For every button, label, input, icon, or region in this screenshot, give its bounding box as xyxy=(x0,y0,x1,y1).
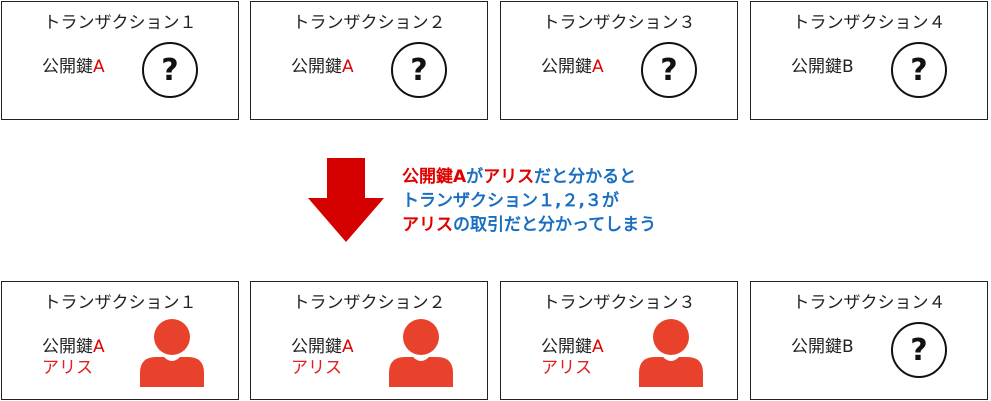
public-key-label: 公開鍵A xyxy=(291,337,354,357)
question-circle-icon: ? xyxy=(142,42,198,98)
owner-label: アリス xyxy=(42,358,93,378)
owner-label: アリス xyxy=(291,358,342,378)
public-key-label: 公開鍵A xyxy=(42,57,105,77)
bottom-transaction-2-box: トランザクション２ 公開鍵A アリス xyxy=(250,281,488,400)
transaction-title: トランザクション２ xyxy=(292,13,446,33)
top-transaction-4-box: トランザクション４ 公開鍵B ? xyxy=(750,1,988,120)
explanation-line-1: 公開鍵Aがアリスだと分かると xyxy=(402,167,637,187)
bottom-transaction-3-box: トランザクション３ 公開鍵A アリス xyxy=(500,281,738,400)
top-transaction-1-box: トランザクション１ 公開鍵A ? xyxy=(1,1,239,120)
transaction-title: トランザクション４ xyxy=(792,293,946,313)
public-key-label: 公開鍵B xyxy=(791,337,854,357)
bottom-transaction-4-box: トランザクション４ 公開鍵B ? xyxy=(750,281,988,400)
public-key-label: 公開鍵A xyxy=(541,57,604,77)
explanation-text: 公開鍵Aがアリスだと分かると トランザクション１,２,３が アリスの取引だと分か… xyxy=(402,165,656,237)
question-circle-icon: ? xyxy=(891,42,947,98)
transaction-title: トランザクション１ xyxy=(43,13,197,33)
transaction-title: トランザクション３ xyxy=(542,13,696,33)
owner-label: アリス xyxy=(541,358,592,378)
public-key-label: 公開鍵A xyxy=(291,57,354,77)
public-key-label: 公開鍵A xyxy=(42,337,105,357)
question-circle-icon: ? xyxy=(891,322,947,378)
explanation-line-3: アリスの取引だと分かってしまう xyxy=(402,215,657,235)
person-icon xyxy=(140,319,204,387)
transaction-title: トランザクション１ xyxy=(43,293,197,313)
top-transaction-2-box: トランザクション２ 公開鍵A ? xyxy=(250,1,488,120)
bottom-transaction-1-box: トランザクション１ 公開鍵A アリス xyxy=(1,281,239,400)
transaction-title: トランザクション３ xyxy=(542,293,696,313)
public-key-label: 公開鍵B xyxy=(791,57,854,77)
person-icon xyxy=(639,319,703,387)
person-icon xyxy=(389,319,453,387)
question-circle-icon: ? xyxy=(641,42,697,98)
transaction-title: トランザクション４ xyxy=(792,13,946,33)
top-transaction-3-box: トランザクション３ 公開鍵A ? xyxy=(500,1,738,120)
explanation-line-2: トランザクション１,２,３が xyxy=(402,191,619,211)
transaction-title: トランザクション２ xyxy=(292,293,446,313)
public-key-label: 公開鍵A xyxy=(541,337,604,357)
question-circle-icon: ? xyxy=(391,42,447,98)
down-arrow-icon xyxy=(308,158,384,242)
